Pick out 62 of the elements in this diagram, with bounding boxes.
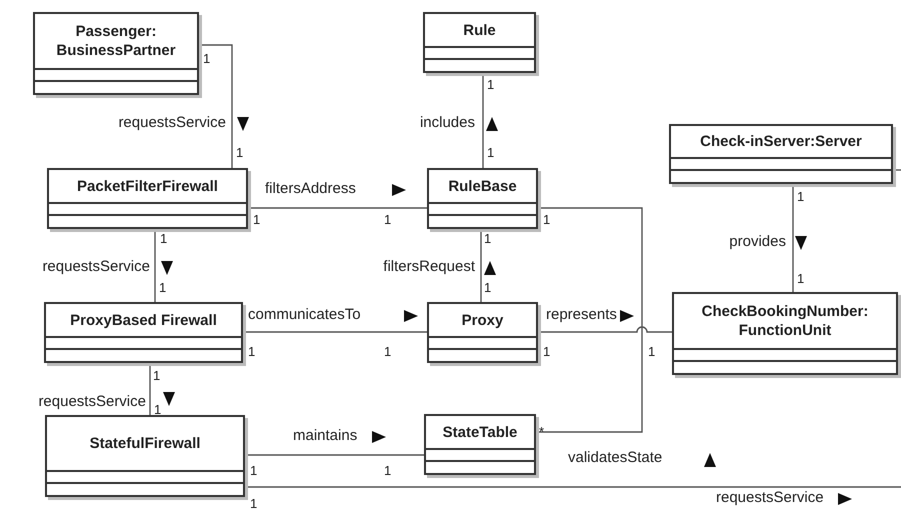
multiplicity-label: 1 <box>797 272 804 286</box>
multiplicity-label: 1 <box>250 464 258 478</box>
multiplicity-label: 1 <box>236 146 244 160</box>
class-box <box>44 302 243 363</box>
multiplicity-label: 1 <box>203 52 210 66</box>
multiplicity-label: 1 <box>384 464 392 478</box>
multiplicity-label: 1 <box>484 281 492 295</box>
association-line <box>243 331 427 333</box>
multiplicity-label: 1 <box>160 232 168 246</box>
class-name: RuleBase <box>448 176 517 196</box>
multiplicity-label: 1 <box>154 403 162 417</box>
class-box <box>45 415 245 497</box>
edge-label: requestsService <box>38 393 146 411</box>
multiplicity-label: 1 <box>543 345 550 359</box>
class-name: Proxy <box>462 310 504 330</box>
association-line <box>482 73 484 168</box>
class-box <box>427 168 538 229</box>
class-name: ProxyBased Firewall <box>70 310 217 330</box>
class-box <box>427 302 538 363</box>
edge-label: requestsService <box>118 114 226 132</box>
class-name: CheckBookingNumber: FunctionUnit <box>700 302 870 340</box>
multiplicity-label: 1 <box>797 190 804 204</box>
class-box <box>47 168 248 229</box>
multiplicity-label: 1 <box>159 281 166 295</box>
edge-label: provides <box>729 233 786 251</box>
multiplicity-label: 1 <box>487 146 494 160</box>
class-box <box>33 12 199 95</box>
edge-label: requestsService <box>716 489 824 507</box>
class-name: StateTable <box>442 422 518 442</box>
class-name: StatefulFirewall <box>90 434 200 453</box>
edge-label: requestsService <box>42 258 150 276</box>
class-name: Check-inServer:Server <box>700 132 862 151</box>
class-box <box>669 124 893 184</box>
association-line <box>245 454 424 456</box>
association-line <box>199 44 233 168</box>
edge-label: represents <box>546 306 617 324</box>
multiplicity-label: 1 <box>250 497 258 509</box>
multiplicity-label: 1 <box>153 369 160 383</box>
association-line <box>149 363 151 415</box>
multiplicity-label: 1 <box>384 345 392 359</box>
multiplicity-label: 1 <box>543 213 550 227</box>
multiplicity-label: 1 <box>253 213 260 227</box>
multiplicity-label: 1 <box>487 78 494 92</box>
class-name: Passenger: BusinessPartner <box>55 22 177 60</box>
association-line <box>538 326 672 333</box>
association-line <box>480 229 482 302</box>
class-box <box>424 414 536 475</box>
association-line <box>245 486 901 488</box>
multiplicity-label: 1 <box>248 345 256 359</box>
multiplicity-label: 1 <box>384 213 392 227</box>
multiplicity-label: * <box>539 425 544 439</box>
association-line <box>154 229 156 302</box>
association-line <box>792 184 794 292</box>
association-line <box>536 207 643 433</box>
association-line <box>248 207 427 209</box>
edge-label: filtersRequest <box>383 258 475 276</box>
class-name: Rule <box>463 20 496 40</box>
class-box <box>672 292 898 375</box>
class-box <box>423 12 536 73</box>
multiplicity-label: 1 <box>648 345 656 359</box>
multiplicity-label: 1 <box>484 232 492 246</box>
class-name: PacketFilterFirewall <box>77 176 218 196</box>
